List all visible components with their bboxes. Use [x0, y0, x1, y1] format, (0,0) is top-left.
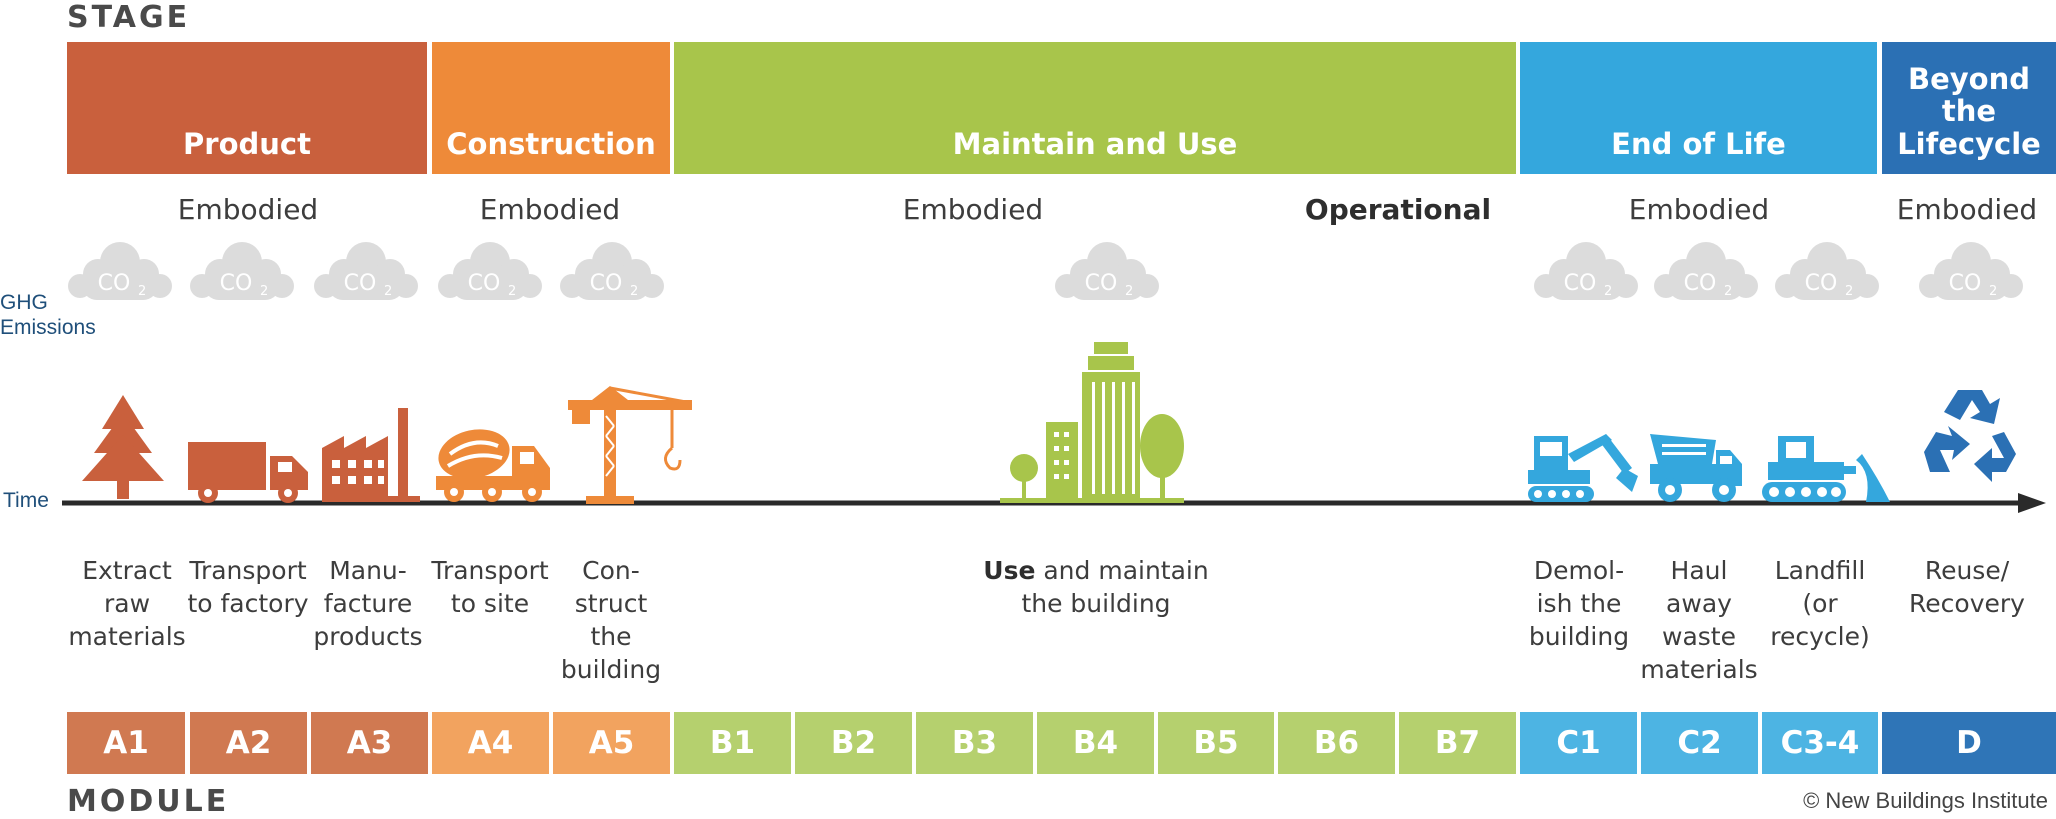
co2-cloud-icon: CO 2 — [314, 242, 418, 300]
co2-cloud-icon: CO 2 — [1919, 242, 2023, 300]
module-a2: A2 — [190, 712, 307, 774]
recycle-icon — [1924, 390, 2016, 482]
module-a5: A5 — [553, 712, 670, 774]
stage-construction-label: Construction — [446, 126, 656, 161]
stage-beyond-lifecycle-label: Beyond the Lifecycle — [1897, 61, 2041, 161]
co2-label: CO — [1949, 271, 1982, 296]
emission-type-use-embodied: Embodied — [902, 193, 1044, 226]
co2-cloud-icon: CO 2 — [1654, 242, 1758, 300]
module-c1: C1 — [1520, 712, 1637, 774]
emission-type-product: Embodied — [177, 193, 319, 226]
co2-subscript: 2 — [1989, 284, 1997, 299]
module-b4: B4 — [1037, 712, 1154, 774]
desc-a3: Manu- facture products — [313, 556, 423, 651]
co2-label: CO — [1684, 271, 1717, 296]
co2-subscript: 2 — [630, 284, 638, 299]
emission-type-beyond: Embodied — [1896, 193, 2038, 226]
co2-label: CO — [220, 271, 253, 296]
ghg-label-line2: Emissions — [0, 316, 96, 340]
desc-a5: Con- struct the building — [560, 556, 662, 684]
crane-icon — [568, 386, 692, 504]
module-a3: A3 — [311, 712, 428, 774]
cement-mixer-icon — [436, 429, 550, 502]
factory-icon — [322, 408, 420, 502]
co2-subscript: 2 — [1845, 284, 1853, 299]
co2-label: CO — [344, 271, 377, 296]
building-icon — [1000, 342, 1184, 503]
co2-subscript: 2 — [508, 284, 516, 299]
dump-truck-icon — [1650, 434, 1742, 502]
stage-construction: Construction — [432, 42, 670, 174]
co2-subscript: 2 — [1604, 284, 1612, 299]
co2-cloud-icon: CO 2 — [560, 242, 664, 300]
module-b3: B3 — [916, 712, 1033, 774]
desc-use: Use and maintain the building — [983, 554, 1208, 620]
stage-end-of-life: End of Life — [1520, 42, 1877, 174]
emission-type-operational: Operational — [1304, 193, 1492, 226]
module-b1: B1 — [674, 712, 791, 774]
desc-a4: Transport to site — [431, 556, 549, 618]
co2-subscript: 2 — [1724, 284, 1732, 299]
stage-beyond-lifecycle: Beyond the Lifecycle — [1882, 42, 2056, 174]
desc-use-text: and maintain the building — [1021, 556, 1209, 618]
co2-label: CO — [468, 271, 501, 296]
module-a1: A1 — [67, 712, 185, 774]
module-title: MODULE — [67, 784, 230, 819]
emission-type-end-of-life: Embodied — [1628, 193, 1770, 226]
desc-d: Reuse/ Recovery — [1909, 556, 2025, 618]
stage-product: Product — [67, 42, 427, 174]
co2-cloud-icon: CO 2 — [68, 242, 172, 300]
co2-subscript: 2 — [138, 284, 146, 299]
co2-cloud-icon: CO 2 — [438, 242, 542, 300]
desc-c3-4: Landfill (or recycle) — [1770, 556, 1870, 651]
desc-c2: Haul away waste materials — [1640, 556, 1758, 684]
module-a4: A4 — [432, 712, 549, 774]
desc-a2: Transport to factory — [187, 556, 309, 618]
co2-cloud-icon: CO 2 — [1055, 242, 1159, 300]
co2-label: CO — [1085, 271, 1118, 296]
tree-icon — [82, 395, 164, 499]
stage-product-label: Product — [183, 126, 311, 161]
co2-label: CO — [1805, 271, 1838, 296]
stage-maintain-and-use-label: Maintain and Use — [952, 126, 1238, 161]
time-label: Time — [3, 489, 49, 512]
module-b6: B6 — [1278, 712, 1395, 774]
module-c3-4: C3-4 — [1762, 712, 1878, 774]
truck-icon — [188, 442, 308, 503]
bulldozer-icon — [1762, 436, 1890, 502]
module-b2: B2 — [795, 712, 912, 774]
emission-type-construction: Embodied — [479, 193, 621, 226]
excavator-icon — [1528, 434, 1638, 502]
copyright: © New Buildings Institute — [1803, 788, 2048, 813]
stage-title: STAGE — [67, 0, 191, 35]
co2-subscript: 2 — [1125, 284, 1133, 299]
stage-maintain-and-use: Maintain and Use — [674, 42, 1516, 174]
module-b5: B5 — [1158, 712, 1274, 774]
module-c2: C2 — [1641, 712, 1758, 774]
co2-cloud-icon: CO 2 — [190, 242, 294, 300]
desc-c1: Demol- ish the building — [1528, 556, 1630, 651]
co2-subscript: 2 — [384, 284, 392, 299]
module-d: D — [1882, 712, 2056, 774]
module-b7: B7 — [1399, 712, 1516, 774]
desc-a1: Extract raw materials — [68, 556, 186, 651]
co2-label: CO — [1564, 271, 1597, 296]
co2-label: CO — [98, 271, 131, 296]
co2-label: CO — [590, 271, 623, 296]
co2-cloud-icon: CO 2 — [1534, 242, 1638, 300]
desc-use-bold: Use — [983, 556, 1036, 585]
co2-subscript: 2 — [260, 284, 268, 299]
ghg-label-line1: GHG — [0, 291, 48, 314]
stage-end-of-life-label: End of Life — [1611, 126, 1786, 161]
co2-cloud-icon: CO 2 — [1775, 242, 1879, 300]
